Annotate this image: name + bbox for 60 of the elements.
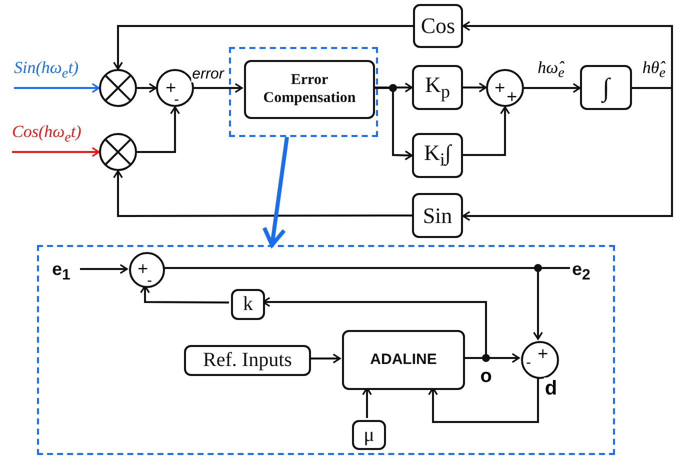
- summing-junction: [129, 252, 165, 288]
- block-label: Sin: [422, 202, 452, 228]
- block-label: Ref. Inputs: [203, 349, 292, 372]
- sign-label: +: [165, 81, 177, 95]
- block-label: k: [243, 293, 253, 316]
- input-signal-label: Sin(hω$_{e}$t): [14, 58, 79, 82]
- arrow: [137, 106, 180, 153]
- sign-label: -: [526, 356, 532, 370]
- arrow: [113, 25, 413, 70]
- arrow: [113, 170, 412, 217]
- arrow: [80, 264, 128, 274]
- signal-label: e$_{1}$: [52, 258, 70, 284]
- sign-label: +: [537, 347, 549, 361]
- arrow: [140, 285, 229, 304]
- arrow: [524, 83, 581, 93]
- gain-block: [231, 289, 265, 320]
- arrow: [194, 83, 243, 93]
- arrow: [362, 387, 372, 418]
- arrow: [428, 377, 539, 423]
- arrow: [373, 82, 413, 92]
- input-signal-label: Cos(hω$_{e}$t): [12, 122, 82, 146]
- block-label: K$_{p}$: [424, 72, 450, 103]
- block-label: ADALINE: [370, 351, 437, 369]
- parameter-box: [352, 420, 386, 450]
- arrow: [462, 21, 673, 89]
- summing-junction: [156, 69, 194, 107]
- arrow: [309, 354, 341, 364]
- block-label: Error Compensation: [262, 72, 357, 107]
- multiplier-junction: [99, 69, 137, 107]
- sign-label: +: [506, 90, 518, 104]
- arrow: [462, 87, 673, 221]
- cosine-block: [413, 4, 463, 48]
- sign-label: +: [137, 262, 149, 276]
- summing-junction: [521, 341, 559, 379]
- process-box: [244, 60, 375, 119]
- adaline-box: [342, 330, 465, 390]
- arrow: [12, 147, 100, 157]
- sine-block: [412, 193, 463, 238]
- integrator-block: [580, 65, 632, 110]
- arrow: [262, 136, 289, 247]
- summing-junction: [486, 69, 524, 107]
- arrow: [463, 106, 510, 156]
- arrow: [463, 82, 487, 92]
- dashed-group-box: [229, 47, 378, 137]
- gain-block: [412, 65, 463, 110]
- block-label: Cos: [420, 13, 456, 39]
- sign-label: +: [494, 81, 506, 95]
- sign-label: -: [174, 93, 180, 107]
- block-label: K$_{i}$∫: [424, 140, 451, 171]
- block-label: μ: [364, 424, 374, 446]
- multiplier-junction: [99, 133, 137, 171]
- input-box: [184, 345, 311, 376]
- block-label: ∫: [602, 72, 610, 102]
- arrow: [373, 87, 413, 160]
- dashed-group-box: [37, 245, 615, 455]
- sign-label: -: [147, 274, 152, 288]
- arrow: [14, 83, 100, 93]
- signal-label: e$_{2}$: [572, 258, 590, 284]
- arrow: [137, 83, 157, 93]
- gain-block: [412, 133, 463, 178]
